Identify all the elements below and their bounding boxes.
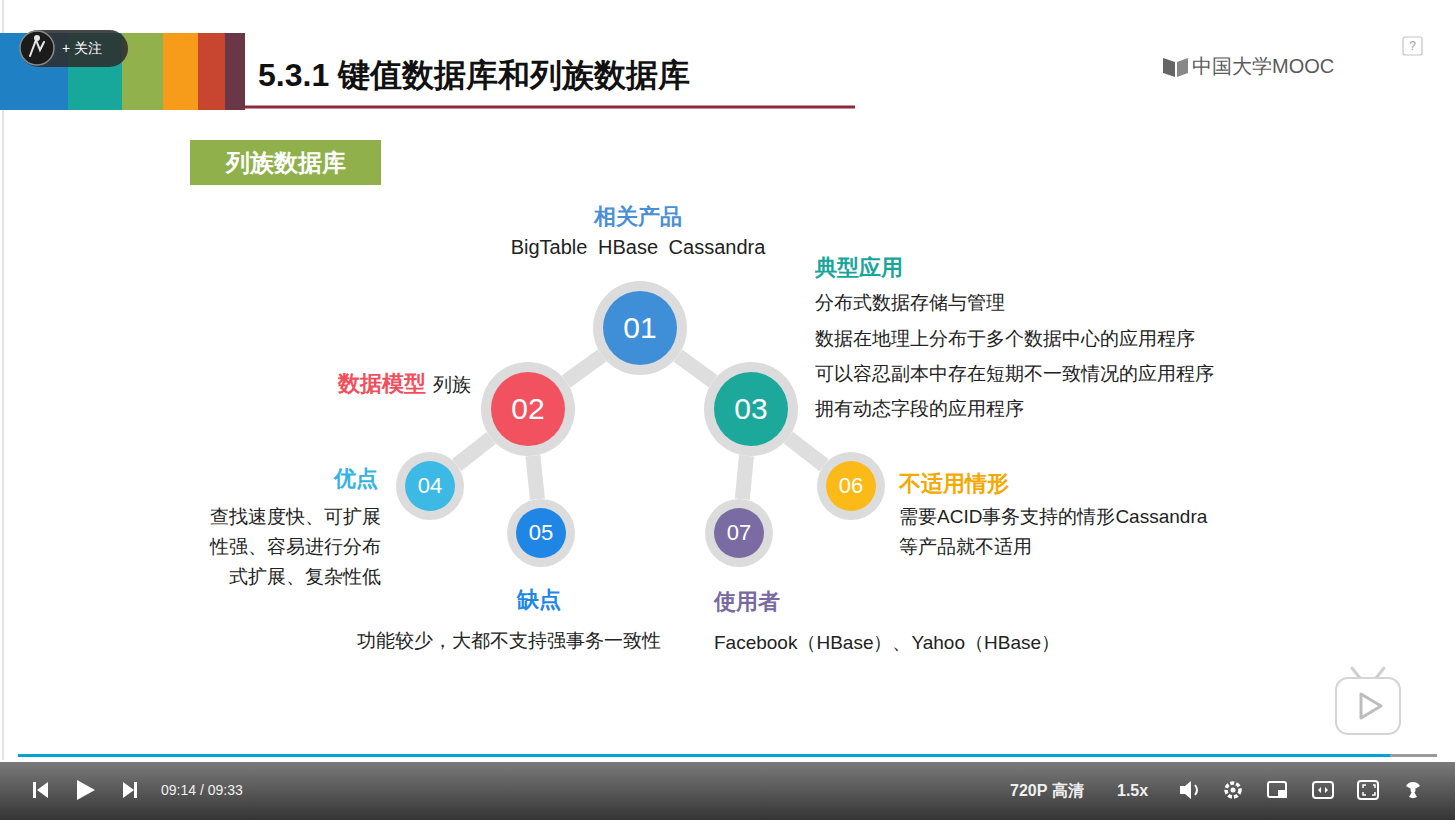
slide-title: 5.3.1 键值数据库和列族数据库 [258,54,690,96]
circle-ring [396,452,464,520]
node-text: 04 [418,473,442,499]
avatar-figure [34,35,40,41]
circle-fill [491,372,565,446]
node-text: 05 [529,520,553,546]
header-stripe [122,33,163,110]
section-tag: 列族数据库 [190,140,381,185]
circle-fill [826,461,876,511]
next-icon [123,782,134,798]
settings-icon [1226,783,1240,797]
circle-fill [405,461,455,511]
circle-ring [593,281,687,375]
list-item: 拥有动态字段的应用程序 [815,396,1024,421]
pip-icon [1278,790,1287,798]
settings-icon [1231,788,1236,793]
fullscreen-icon [1363,785,1375,795]
help-icon: ? [1409,38,1416,54]
prev-icon [33,782,36,798]
number-circle: 04 [396,452,464,520]
body-text: 功能较少，大都不支持强事务一致性 [357,628,661,653]
section-heading: 典型应用 [815,253,903,282]
list-item: 分布式数据存储与管理 [815,290,1005,315]
speed-button: 1.5x [1117,780,1148,801]
node-text: 02 [511,391,544,427]
header-stripe [225,33,245,110]
body-text: 需要ACID事务支持的情形Cassandra等产品就不适用 [899,502,1221,562]
tv-antenna [1376,668,1384,678]
tree-connector [742,456,746,499]
title-underline [245,106,855,109]
logo-icon [1163,58,1175,77]
prev-icon [37,782,48,798]
circle-ring [507,499,575,567]
node-text: + 关注 [62,40,102,57]
section-heading: 数据模型 [338,369,426,398]
node-text: 列族数据库 [226,148,346,177]
number-circle: 01 [593,281,687,375]
slide-edge [2,0,4,760]
circle-fill [603,291,677,365]
section-heading: 不适用情形 [899,469,1009,498]
volume-icon [1180,781,1191,799]
circle-ring [704,362,798,456]
number-circle: 05 [507,499,575,567]
tv-antenna [1352,668,1360,678]
number-circle: 03 [704,362,798,456]
avatar-figure [30,40,44,56]
tree-connector [788,438,824,466]
body-text: 列族 [433,372,471,397]
tree-connector [533,456,538,499]
tree-connector [457,438,491,465]
section-heading: 相关产品 [594,202,682,231]
body-text: BigTable HBase Cassandra [511,234,766,260]
circle-ring [817,452,885,520]
section-heading: 优点 [334,464,378,493]
circle-fill [714,372,788,446]
header-stripe [198,33,225,110]
pip-icon [1268,782,1286,797]
node-text: 06 [839,473,863,499]
widescreen-icon [1318,787,1328,793]
header-stripe [163,33,198,110]
time-display: 09:14 / 09:33 [161,781,243,799]
list-item: 数据在地理上分布于多个数据中心的应用程序 [815,326,1195,351]
node-text: 07 [727,520,751,546]
avatar-layer [0,0,60,72]
fullscreen-icon [1358,781,1378,799]
progress-played [18,754,1390,757]
body-text: Facebook（HBase）、Yahoo（HBase） [714,630,1060,655]
tree-connector [566,356,602,382]
avatar [20,31,54,65]
tv-icon [1336,668,1400,734]
node-text: 01 [623,310,656,346]
number-circle: 07 [705,499,773,567]
section-heading: 缺点 [517,585,561,614]
next-icon [134,782,137,798]
tv-body [1336,678,1400,734]
body-text: 查找速度快、可扩展性强、容易进行分布式扩展、复杂性低 [199,502,381,592]
tree-connector [678,356,713,382]
section-heading: 使用者 [714,587,780,616]
play-icon [77,780,95,800]
quality-button: 720P 高清 [1010,780,1084,801]
node-text: 03 [734,391,767,427]
progress-rest [1390,754,1437,757]
logo-text: 中国大学MOOC [1192,53,1334,79]
tv-play [1361,694,1381,718]
circle-ring [705,499,773,567]
number-circle: 06 [817,452,885,520]
volume-icon [1195,785,1197,795]
help-box [1403,37,1422,55]
circle-fill [516,508,566,558]
logo-icon [1177,58,1188,77]
circle-fill [714,508,764,558]
player-bar [0,762,1455,820]
danmaku-icon [1406,782,1420,798]
circle-ring [481,362,575,456]
number-circle: 02 [481,362,575,456]
list-item: 可以容忍副本中存在短期不一致情况的应用程序 [815,361,1214,386]
widescreen-icon [1313,782,1333,798]
